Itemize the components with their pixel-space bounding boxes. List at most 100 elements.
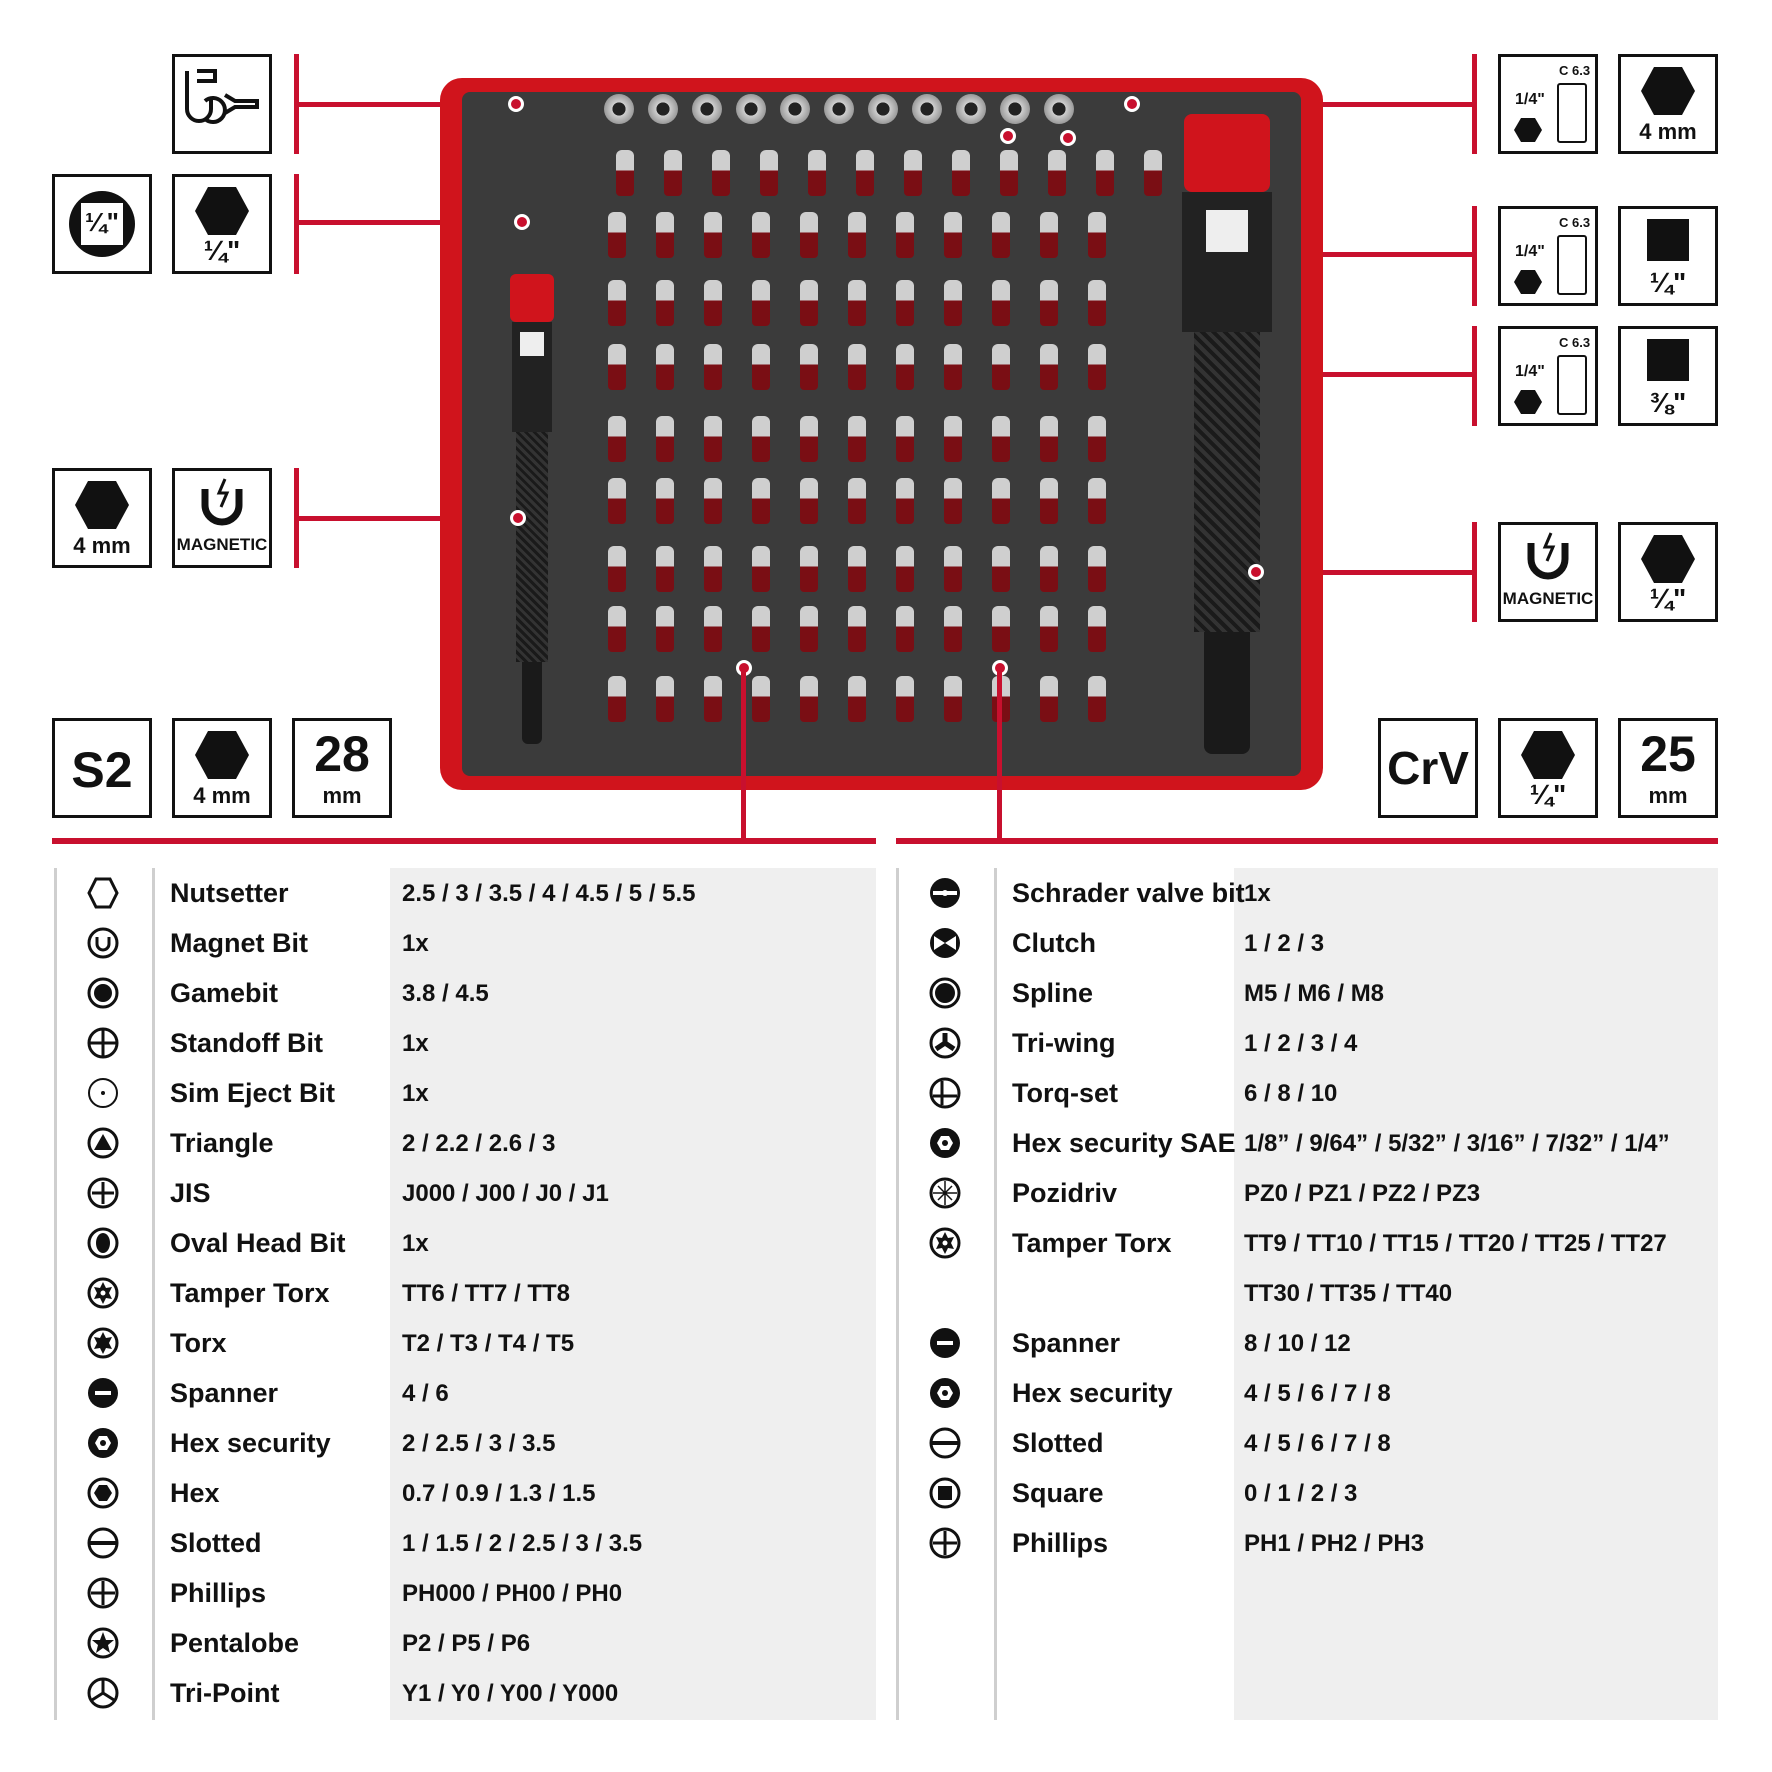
spec-name: JIS bbox=[170, 1178, 211, 1208]
spec-values: 4 / 5 / 6 / 7 / 8 bbox=[1244, 1430, 1391, 1457]
left-handle-hex-label: 4 mm bbox=[73, 533, 131, 558]
frac-label-c: 1/4" bbox=[1515, 363, 1545, 380]
socket-bit bbox=[868, 94, 898, 124]
sim-eject-icon bbox=[86, 1076, 120, 1110]
socket-bit bbox=[824, 94, 854, 124]
table-row: TT30 / TT35 / TT40 bbox=[896, 1268, 1716, 1318]
driver-bit bbox=[752, 344, 770, 390]
right-hex-quarter-box: ¼" bbox=[1618, 522, 1718, 622]
left-sep-a bbox=[54, 868, 57, 1720]
driver-bit bbox=[1040, 344, 1058, 390]
spec-name: Hex security bbox=[1012, 1378, 1173, 1408]
square-three-eighth-label: ⅜" bbox=[1649, 387, 1687, 418]
spec-values: 1 / 2 / 3 bbox=[1244, 930, 1325, 957]
spec-name: Tri-wing bbox=[1012, 1028, 1116, 1058]
hexagon-icon bbox=[75, 481, 129, 529]
spec-values: PH1 / PH2 / PH3 bbox=[1244, 1530, 1425, 1557]
square-icon bbox=[1647, 339, 1689, 381]
driver-bit bbox=[992, 280, 1010, 326]
driver-bit bbox=[896, 606, 914, 652]
hex-quarter-label: ¼" bbox=[203, 235, 241, 266]
phillips-icon bbox=[928, 1526, 962, 1560]
right-sep-a bbox=[896, 868, 899, 1720]
left-hex-box: 4 mm bbox=[172, 718, 272, 818]
spec-values: 0.7 / 0.9 / 1.3 / 1.5 bbox=[402, 1480, 596, 1507]
driver-bit bbox=[944, 212, 962, 258]
driver-bit bbox=[608, 280, 626, 326]
c63-label-a: C 6.3 bbox=[1559, 63, 1591, 78]
hook-connector-h bbox=[294, 102, 510, 107]
driver-bit bbox=[944, 416, 962, 462]
driver-bit bbox=[896, 478, 914, 524]
socket-bit bbox=[648, 94, 678, 124]
driver-bit bbox=[1088, 478, 1106, 524]
driver-bit bbox=[944, 344, 962, 390]
quarter-inch-drive-box: ¼" bbox=[52, 174, 152, 274]
square-icon bbox=[928, 1476, 962, 1510]
spec-values: 1x bbox=[402, 1080, 429, 1107]
driver-bit bbox=[896, 212, 914, 258]
driver-bit bbox=[896, 546, 914, 592]
driver-bit bbox=[752, 676, 770, 722]
spec-values: PH000 / PH00 / PH0 bbox=[402, 1580, 623, 1607]
jis-icon bbox=[86, 1176, 120, 1210]
spec-name: Slotted bbox=[1012, 1428, 1104, 1458]
socket-bit bbox=[1000, 94, 1030, 124]
driver-bit bbox=[800, 212, 818, 258]
driver-bit bbox=[704, 606, 722, 652]
spline-icon bbox=[928, 976, 962, 1010]
driver-bit bbox=[656, 606, 674, 652]
spec-values: M5 / M6 / M8 bbox=[1244, 980, 1385, 1007]
driver-bit bbox=[944, 280, 962, 326]
right-sep-b bbox=[994, 868, 997, 1720]
tamper-torx-icon bbox=[86, 1276, 120, 1310]
magnet-icon bbox=[1527, 532, 1569, 580]
frac-label-b: 1/4" bbox=[1515, 243, 1545, 260]
crv-material-box: CrV bbox=[1378, 718, 1478, 818]
driver-bit bbox=[856, 150, 874, 196]
right-connector-c bbox=[1472, 326, 1477, 426]
right-hex-quarter-label: ¼" bbox=[1649, 583, 1687, 614]
driver-bit bbox=[1040, 676, 1058, 722]
hex-security-icon bbox=[928, 1376, 962, 1410]
hex-4mm-right-label: 4 mm bbox=[1639, 119, 1697, 144]
spec-name: Tamper Torx bbox=[1012, 1228, 1172, 1258]
spec-name: Phillips bbox=[1012, 1528, 1109, 1558]
tri-wing-icon bbox=[928, 1026, 962, 1060]
standoff-icon bbox=[86, 1026, 120, 1060]
left-values-bg bbox=[390, 868, 876, 1720]
driver-bit bbox=[944, 546, 962, 592]
right-handle-pointer bbox=[1248, 564, 1264, 580]
socket-bit bbox=[604, 94, 634, 124]
hex-quarter-box: ¼" bbox=[172, 174, 272, 274]
left-handle-magnetic-label: MAGNETIC bbox=[176, 535, 268, 554]
shank-icon bbox=[1557, 83, 1587, 143]
driver-bit bbox=[800, 546, 818, 592]
hook-pointer bbox=[508, 96, 524, 112]
spec-name: Pozidriv bbox=[1012, 1178, 1118, 1208]
driver-bit bbox=[704, 546, 722, 592]
left-length-unit: mm bbox=[322, 783, 362, 808]
driver-bit bbox=[992, 212, 1010, 258]
hook-icon bbox=[185, 69, 259, 124]
driver-bit bbox=[1040, 478, 1058, 524]
driver-bit bbox=[808, 150, 826, 196]
driver-bit bbox=[1096, 150, 1114, 196]
driver-bit bbox=[704, 344, 722, 390]
hexagon-icon bbox=[1514, 390, 1542, 414]
socket-bit bbox=[912, 94, 942, 124]
pentalobe-icon bbox=[86, 1626, 120, 1660]
quarter-pointer bbox=[514, 214, 530, 230]
driver-bit bbox=[712, 150, 730, 196]
driver-bit bbox=[704, 212, 722, 258]
hexagon-icon bbox=[1514, 118, 1542, 142]
spec-values: PZ0 / PZ1 / PZ2 / PZ3 bbox=[1244, 1180, 1481, 1207]
driver-bit bbox=[1088, 280, 1106, 326]
